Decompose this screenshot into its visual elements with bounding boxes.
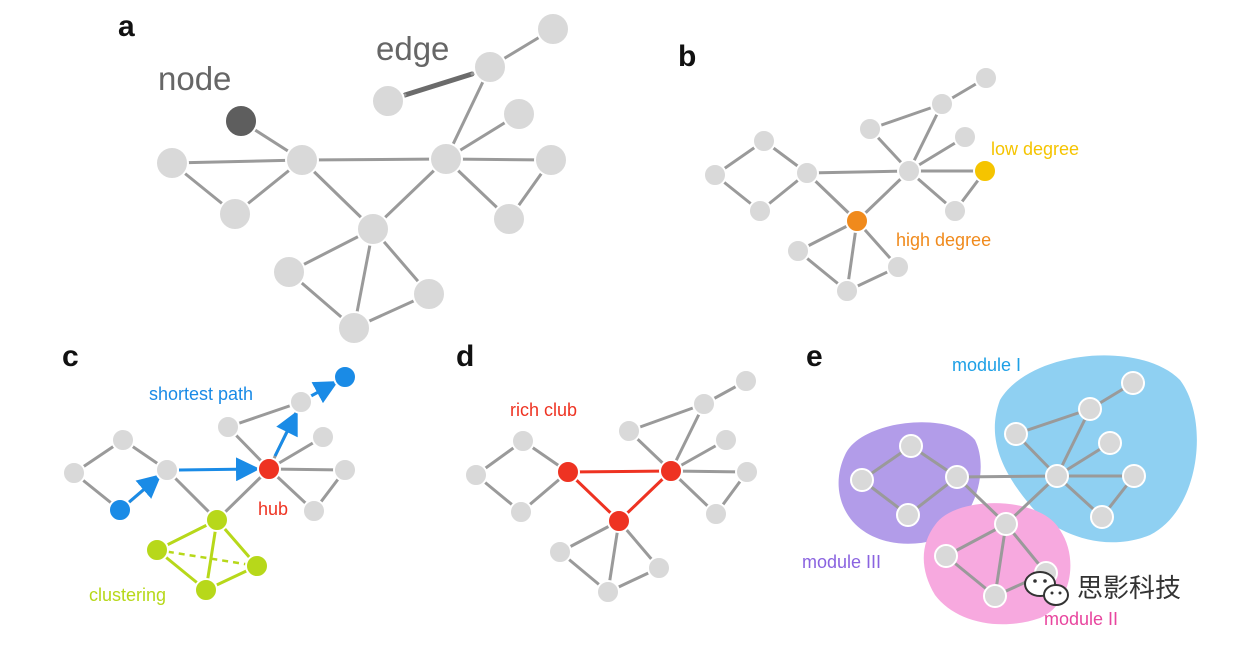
panel-b-nodes (703, 66, 998, 303)
edge-label: edge (376, 30, 449, 67)
hub-node (257, 457, 281, 481)
module-1-region (994, 355, 1197, 543)
panel-d-nodes (464, 369, 759, 604)
panel-d: d (456, 340, 759, 604)
low-degree-node (973, 159, 997, 183)
panel-c: c (62, 340, 357, 605)
rich-club-label: rich club (510, 400, 577, 420)
rich-club-node (607, 509, 631, 533)
panel-a: a (118, 10, 570, 345)
panel-a-nodes (155, 12, 570, 345)
rich-club-node (556, 460, 580, 484)
module-3-region (838, 422, 981, 544)
panel-e-letter: e (806, 340, 823, 373)
panel-b-letter: b (678, 40, 696, 73)
shortest-path-label: shortest path (149, 384, 253, 404)
wechat-icon (1024, 571, 1069, 606)
path-start-node (108, 498, 132, 522)
node-label: node (158, 60, 231, 97)
panel-c-letter: c (62, 340, 79, 373)
watermark-text: 思影科技 (1077, 574, 1181, 604)
highlighted-node (224, 104, 258, 138)
highlighted-edge (402, 71, 475, 98)
shortest-path-arrows (127, 381, 339, 505)
rich-club-node (659, 459, 683, 483)
watermark: 思影科技 (1024, 571, 1181, 606)
low-degree-label: low degree (991, 139, 1079, 159)
module-1-label: module I (952, 355, 1021, 375)
panel-b: b (678, 40, 1079, 303)
panel-d-letter: d (456, 340, 474, 373)
hub-label: hub (258, 499, 288, 519)
module-3-label: module III (802, 552, 881, 572)
panel-c-nodes (62, 365, 357, 602)
panel-a-letter: a (118, 10, 135, 43)
module-2-label: module II (1044, 609, 1118, 629)
high-degree-node (845, 209, 869, 233)
path-end-node (333, 365, 357, 389)
clustering-label: clustering (89, 585, 166, 605)
high-degree-label: high degree (896, 230, 991, 250)
